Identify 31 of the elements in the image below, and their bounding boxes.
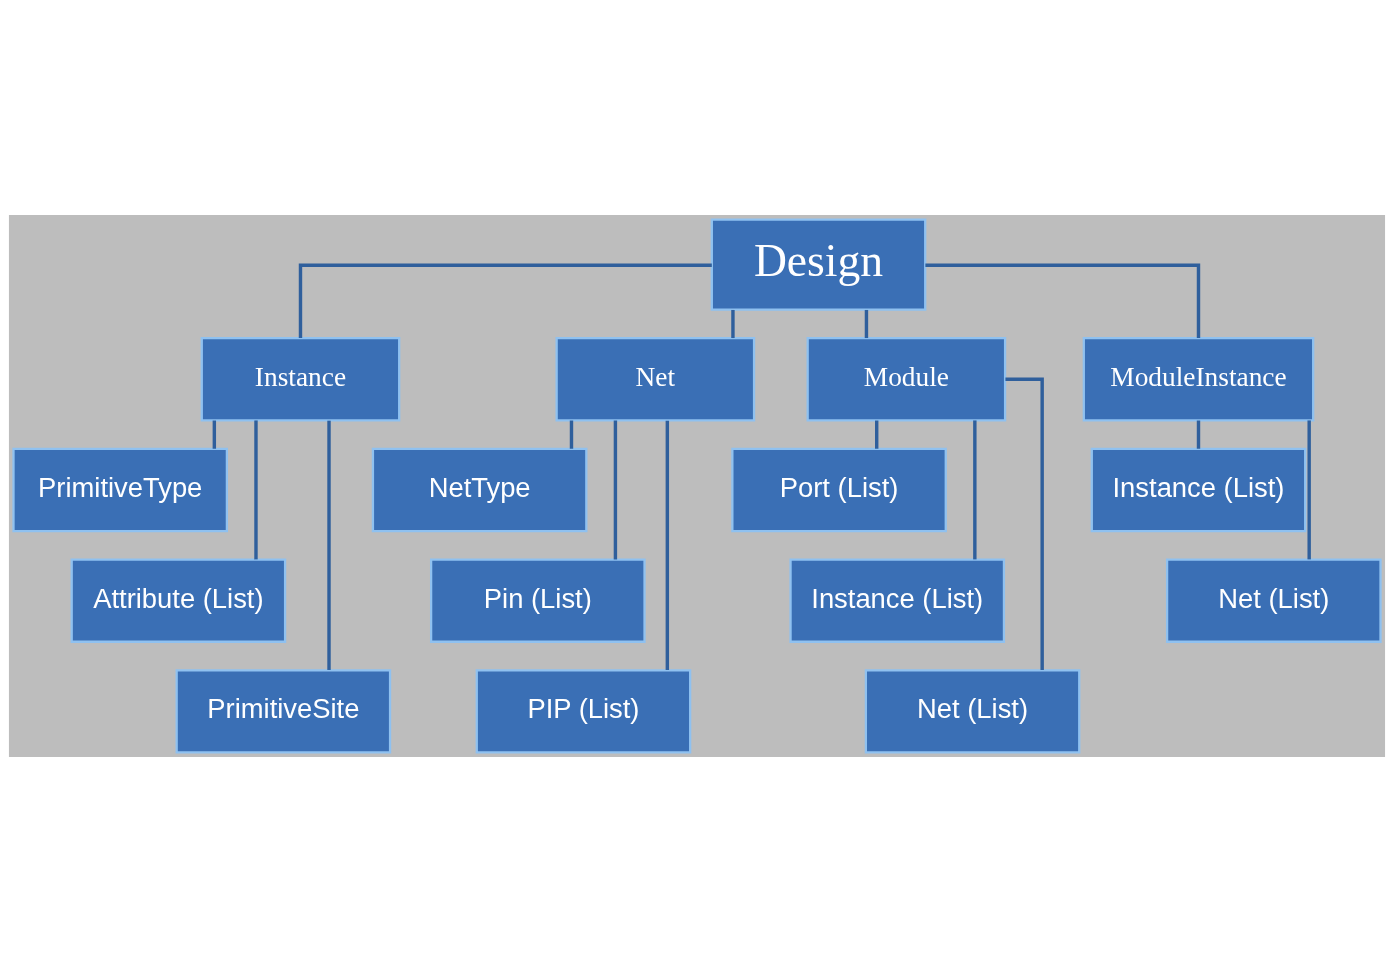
node-box: Design (710, 217, 927, 311)
node-box: PrimitiveSite (175, 668, 392, 754)
connector (1005, 377, 1044, 670)
node-box: Module (806, 336, 1007, 422)
connector (254, 419, 258, 559)
node-box: Instance (200, 336, 401, 422)
node-box: PIP (List) (475, 668, 692, 754)
connector (298, 263, 712, 338)
node-box: PrimitiveType (12, 447, 229, 532)
connector (973, 419, 977, 559)
connector (613, 419, 618, 559)
node-box: Port (List) (731, 447, 947, 532)
node-box: Pin (List) (430, 557, 646, 643)
node-box: ModuleInstance (1082, 336, 1315, 422)
node-box: Net (555, 336, 756, 422)
connector (212, 420, 217, 449)
connector (327, 420, 331, 670)
connector (731, 309, 735, 338)
node-box: Net (List) (864, 668, 1081, 754)
connector (925, 263, 1201, 338)
node-box: Attribute (List) (70, 557, 287, 643)
connector (665, 420, 670, 670)
connector (1196, 420, 1201, 449)
connector (569, 420, 574, 449)
node-box: Instance (List) (789, 557, 1006, 643)
connector (864, 309, 869, 338)
node-box: Net (List) (1165, 557, 1382, 643)
connector (875, 420, 879, 449)
node-box: Instance (List) (1090, 447, 1307, 532)
node-box: NetType (371, 447, 588, 532)
connector (1307, 419, 1311, 559)
